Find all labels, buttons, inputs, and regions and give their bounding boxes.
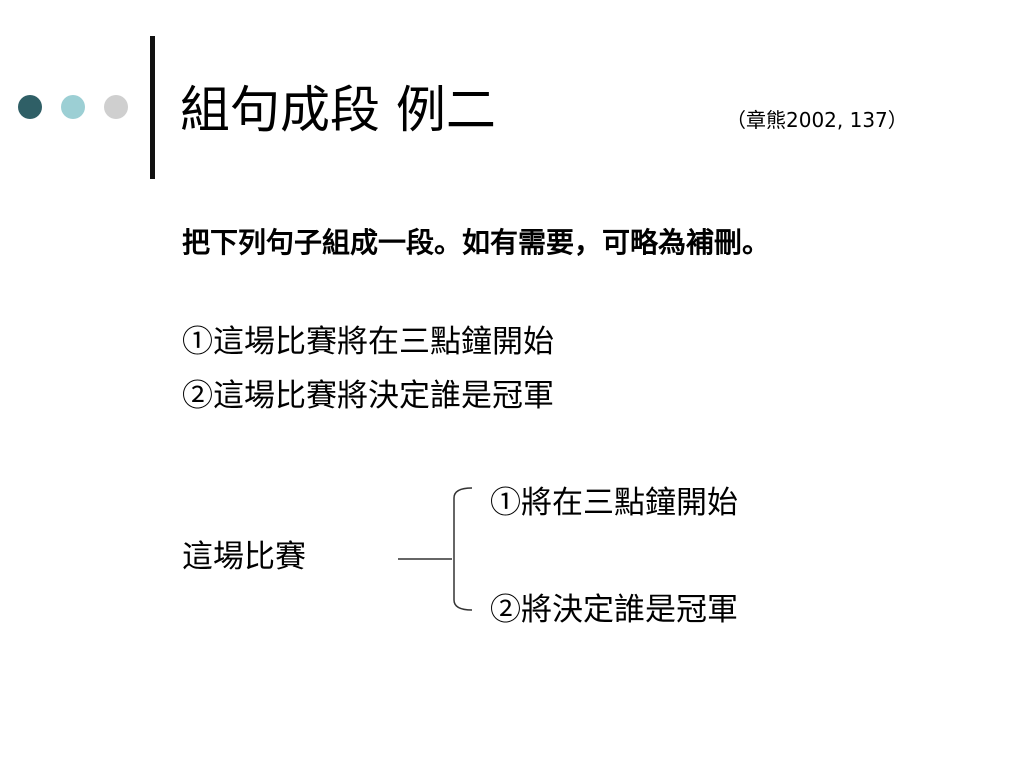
decorative-dot-dark [18,95,42,119]
bracket-shape [453,487,473,611]
decorative-dot-light [61,95,85,119]
diagram-subject: 這場比賽 [182,539,306,575]
diagram-branch-1: ①將在三點鐘開始 [490,485,738,521]
diagram-branch-2: ②將決定誰是冠軍 [490,592,738,628]
sentence-2: ②這場比賽將決定誰是冠軍 [182,378,554,414]
instruction-text: 把下列句子組成一段。如有需要，可略為補刪。 [182,226,771,259]
citation: （章熊2002, 137） [726,108,908,132]
bracket-connector [398,487,473,611]
decorative-dot-gray [104,95,128,119]
sentence-1: ①這場比賽將在三點鐘開始 [182,324,554,360]
slide-title: 組句成段 例二 [180,81,496,139]
title-divider [150,36,155,179]
